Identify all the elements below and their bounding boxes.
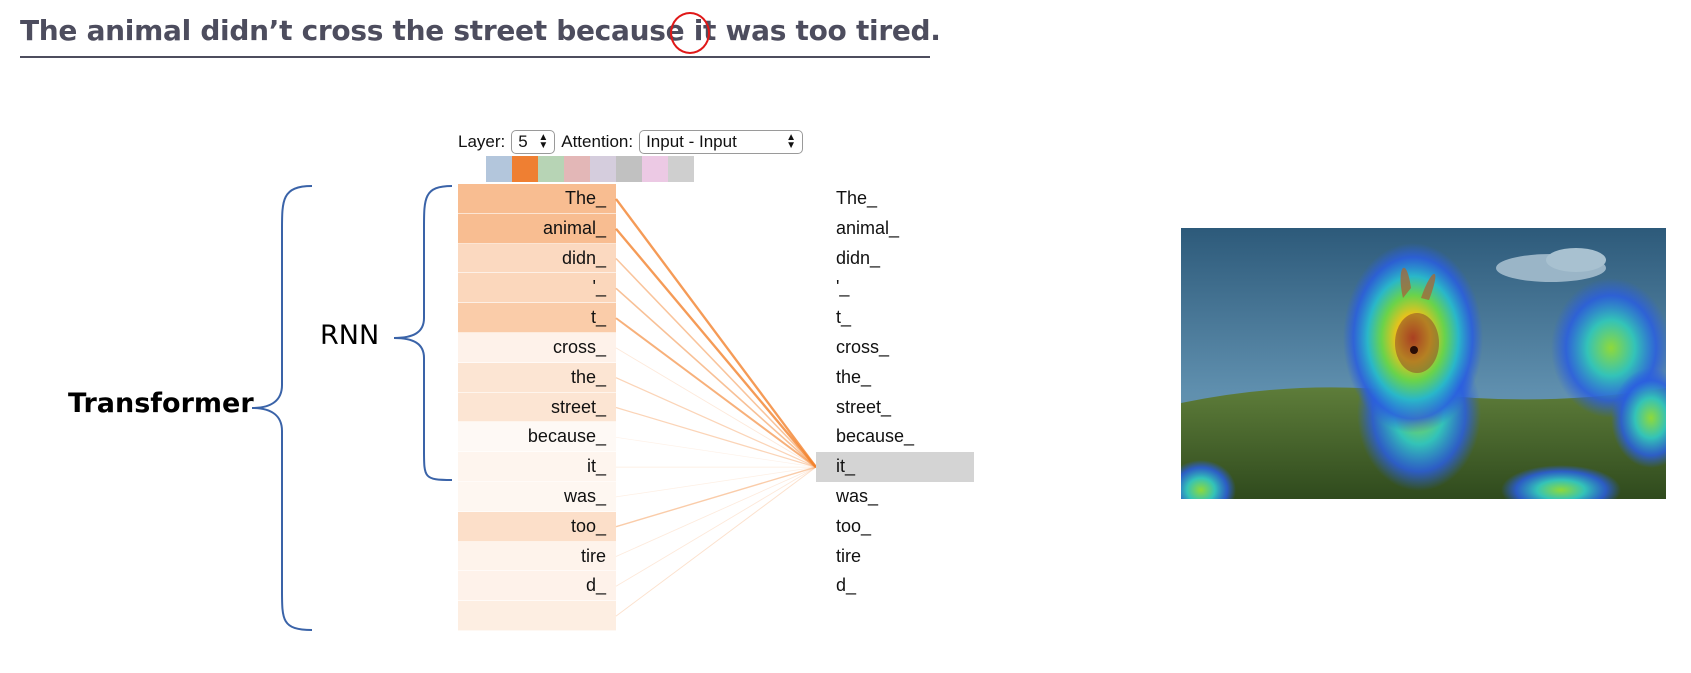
highlight-circle: [670, 12, 710, 54]
target-token[interactable]: didn_: [836, 247, 881, 268]
source-token[interactable]: too_: [458, 511, 616, 542]
rnn-brace: [393, 185, 453, 481]
target-token[interactable]: the_: [836, 366, 872, 387]
rnn-label: RNN: [320, 320, 380, 351]
source-token[interactable]: the_: [458, 362, 616, 393]
layer-select[interactable]: 5 ▲▼: [511, 130, 556, 154]
source-token[interactable]: because_: [458, 422, 616, 453]
heading-text-after: was too tired.: [716, 14, 941, 47]
layer-label: Layer:: [458, 132, 506, 151]
target-token[interactable]: The_: [836, 188, 878, 208]
source-token[interactable]: tire: [458, 541, 616, 572]
source-token[interactable]: it_: [458, 452, 616, 482]
heading-underline: [20, 56, 930, 58]
target-token[interactable]: t_: [836, 307, 852, 328]
head-swatch-1[interactable]: [486, 156, 512, 182]
target-token[interactable]: '_: [836, 277, 850, 298]
rabbit-attention-heatmap-image: [1181, 228, 1666, 499]
source-token[interactable]: was_: [458, 481, 616, 512]
attention-head-swatches: [486, 156, 694, 182]
source-token[interactable]: animal_: [458, 213, 616, 244]
target-token[interactable]: d_: [836, 575, 857, 596]
target-token-column: The_ animal_ didn_ '_ t_ cross_ the_ street_bec…: [816, 184, 974, 601]
head-swatch-8[interactable]: [668, 156, 694, 182]
head-swatch-7[interactable]: [642, 156, 668, 182]
target-token[interactable]: animal_: [836, 217, 900, 238]
heading-text-before: The animal didn’t cross the street becau…: [20, 14, 694, 47]
source-token[interactable]: cross_: [458, 332, 616, 363]
target-token[interactable]: too_: [836, 515, 872, 536]
attention-select-value: Input - Input: [646, 132, 737, 151]
source-token[interactable]: '_: [458, 273, 616, 304]
head-swatch-5[interactable]: [590, 156, 616, 182]
transformer-label: Transformer: [68, 388, 254, 419]
attention-controls: Layer: 5 ▲▼ Attention: Input - Input ▲▼: [458, 128, 809, 156]
head-swatch-6[interactable]: [616, 156, 642, 182]
heatmap-svg: [1181, 228, 1666, 499]
source-token[interactable]: t_: [458, 303, 616, 333]
source-token[interactable]: The_: [458, 184, 616, 214]
transformer-brace: [251, 185, 313, 631]
source-token[interactable]: didn_: [458, 243, 616, 274]
target-token[interactable]: street_: [836, 396, 892, 417]
target-token[interactable]: cross_: [836, 336, 890, 357]
source-token[interactable]: [458, 601, 616, 631]
target-token-selected[interactable]: it_: [816, 452, 974, 482]
source-token-column: The_animal_didn_'_t_cross_the_street_bec…: [458, 184, 616, 631]
source-token[interactable]: d_: [458, 571, 616, 602]
up-down-arrows-icon: ▲▼: [786, 132, 797, 151]
sentence-heading: The animal didn’t cross the street becau…: [20, 14, 941, 47]
head-swatch-2[interactable]: [512, 156, 538, 182]
attention-label: Attention:: [561, 132, 634, 151]
layer-select-value: 5: [518, 132, 528, 151]
up-down-arrows-icon: ▲▼: [538, 132, 549, 151]
source-token[interactable]: street_: [458, 392, 616, 423]
target-token[interactable]: because_: [836, 426, 915, 447]
head-swatch-3[interactable]: [538, 156, 564, 182]
head-swatch-4[interactable]: [564, 156, 590, 182]
attention-select[interactable]: Input - Input ▲▼: [639, 130, 804, 154]
target-token[interactable]: tire: [836, 545, 862, 566]
target-token[interactable]: was_: [836, 485, 879, 506]
